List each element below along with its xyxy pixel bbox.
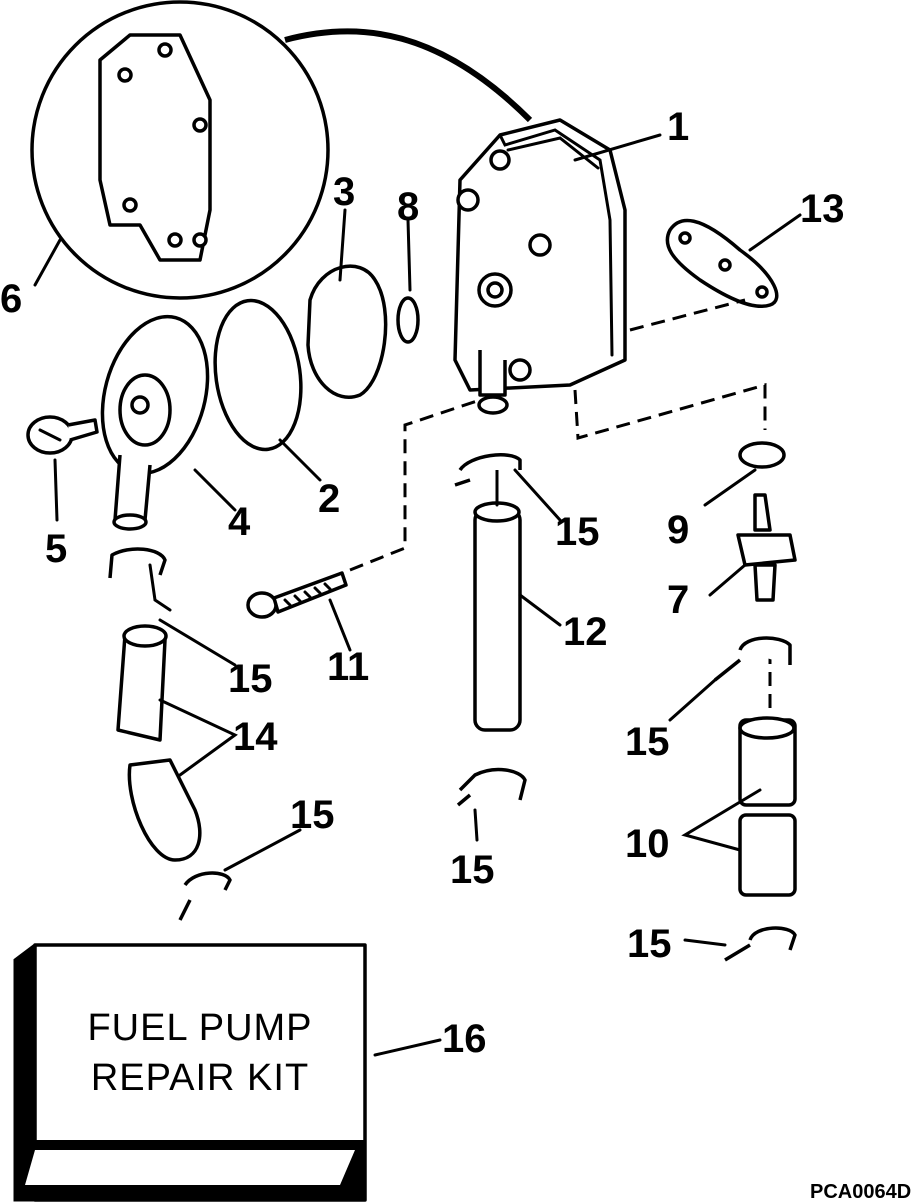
kit-label-line2: REPAIR KIT <box>91 1057 309 1099</box>
callout-9: 9 <box>667 508 689 552</box>
callout-16: 16 <box>442 1017 487 1061</box>
small-o-ring <box>396 296 420 344</box>
callout-10: 10 <box>625 822 670 866</box>
callout-15b: 15 <box>228 657 273 701</box>
callout-15e: 15 <box>450 848 495 892</box>
assembly-line-11 <box>349 398 481 572</box>
callout-13: 13 <box>800 187 845 231</box>
callout-8: 8 <box>397 185 419 229</box>
repair-kit-box: FUEL PUMP REPAIR KIT <box>13 943 367 1202</box>
pump-cover <box>100 314 210 531</box>
leader-lines <box>33 133 802 1057</box>
assembly-line-7 <box>573 383 767 440</box>
long-screw <box>246 571 348 619</box>
figure-code: PCA0064D <box>810 1181 911 1203</box>
gasket-detail-circle <box>30 0 533 300</box>
callout-14: 14 <box>233 715 278 759</box>
hose-clamps <box>108 453 797 962</box>
fuel-pump-body <box>453 118 627 415</box>
filter-screen <box>306 264 388 399</box>
callout-15a: 15 <box>555 510 600 554</box>
large-o-ring <box>213 298 303 452</box>
cover-screw <box>26 415 99 455</box>
callout-15f: 15 <box>627 922 672 966</box>
callout-7: 7 <box>667 578 689 622</box>
check-valve-plate <box>665 218 779 308</box>
callout-1: 1 <box>667 105 689 149</box>
filter-elements <box>738 716 797 897</box>
callout-3: 3 <box>333 170 355 214</box>
fuel-filter-tube <box>473 453 522 732</box>
kit-label-line1: FUEL PUMP <box>87 1007 312 1049</box>
assembly-line-13 <box>629 298 746 332</box>
callout-15c: 15 <box>625 720 670 764</box>
hose-segments <box>116 624 202 862</box>
callout-11: 11 <box>327 645 369 689</box>
callout-4: 4 <box>228 500 251 544</box>
callout-5: 5 <box>45 527 67 571</box>
callout-6: 6 <box>0 277 22 321</box>
callout-2: 2 <box>318 477 340 521</box>
fuel-fitting <box>736 493 797 602</box>
callout-15d: 15 <box>290 793 335 837</box>
fitting-o-ring <box>738 441 786 469</box>
callout-12: 12 <box>563 610 608 654</box>
